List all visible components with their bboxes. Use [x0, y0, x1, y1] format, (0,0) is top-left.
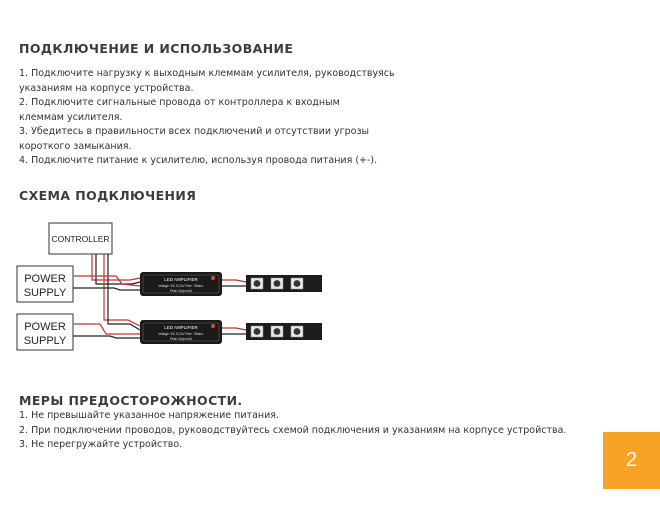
wiring-diagram: CONTROLLER POWER SUPPLY POWER SUPPLY LED…	[16, 222, 322, 351]
power-supply-2-wires	[73, 323, 140, 339]
controller-label: CONTROLLER	[51, 234, 109, 244]
controller-signal-wires	[91, 254, 141, 331]
power-supply-1-label-line-2: SUPPLY	[24, 287, 67, 299]
amplifier-1-spec-line-2: Peak Output 6A	[170, 289, 193, 293]
precautions-list: 1. Не превышайте указанное напряжение пи…	[19, 409, 579, 453]
power-supply-box-2	[16, 313, 74, 351]
led-amplifier-1: LED AMPLIFIER Voltage: DC 5-24V Red: +Bl…	[140, 272, 222, 296]
output-wires	[222, 279, 247, 335]
power-supply-1-label-line-1: POWER	[24, 273, 66, 285]
section-title-precautions: МЕРЫ ПРЕДОСТОРОЖНОСТИ.	[19, 393, 243, 408]
led-strip-1	[246, 275, 322, 292]
amplifier-1-spec-line-1: Voltage: DC 5-24V Red: +Black-	[158, 284, 204, 288]
list-item: 1. Подключите нагрузку к выходным клемма…	[19, 68, 395, 94]
power-supply-2-label-line-1: POWER	[24, 321, 66, 333]
connection-steps-list: 1. Подключите нагрузку к выходным клемма…	[19, 67, 399, 169]
amplifier-2-spec-line-1: Voltage: DC 5-24V Red: +Black-	[158, 332, 204, 336]
section-title-diagram: СХЕМА ПОДКЛЮЧЕНИЯ	[19, 188, 197, 203]
amplifier-1-title: LED AMPLIFIER	[164, 277, 198, 282]
list-item: 4. Подключите питание к усилителю, испол…	[19, 155, 378, 166]
list-item: 3. Не перегружайте устройство.	[19, 439, 183, 450]
led-strip-2	[246, 323, 322, 340]
amplifier-1-indicator-led	[211, 276, 215, 280]
power-supply-2-label-line-2: SUPPLY	[24, 335, 67, 347]
list-item: 2. Подключите сигнальные провода от конт…	[19, 97, 340, 123]
list-item: 2. При подключении проводов, руководству…	[19, 424, 567, 436]
section-title-connection: ПОДКЛЮЧЕНИЕ И ИСПОЛЬЗОВАНИЕ	[19, 41, 294, 56]
power-supply-1-wires	[73, 275, 141, 291]
amplifier-2-indicator-led	[211, 324, 215, 328]
controller-box	[48, 222, 113, 255]
power-supply-box-1	[16, 265, 74, 303]
list-item: 1. Не превышайте указанное напряжение пи…	[19, 410, 280, 421]
amplifier-2-title: LED AMPLIFIER	[164, 325, 198, 330]
list-item: 3. Убедитесь в правильности всех подключ…	[19, 126, 370, 152]
led-amplifier-2: LED AMPLIFIER Voltage: DC 5-24V Red: +Bl…	[140, 320, 222, 344]
page-number-badge: 2	[603, 432, 660, 489]
amplifier-2-spec-line-2: Peak Output 6A	[170, 337, 193, 341]
